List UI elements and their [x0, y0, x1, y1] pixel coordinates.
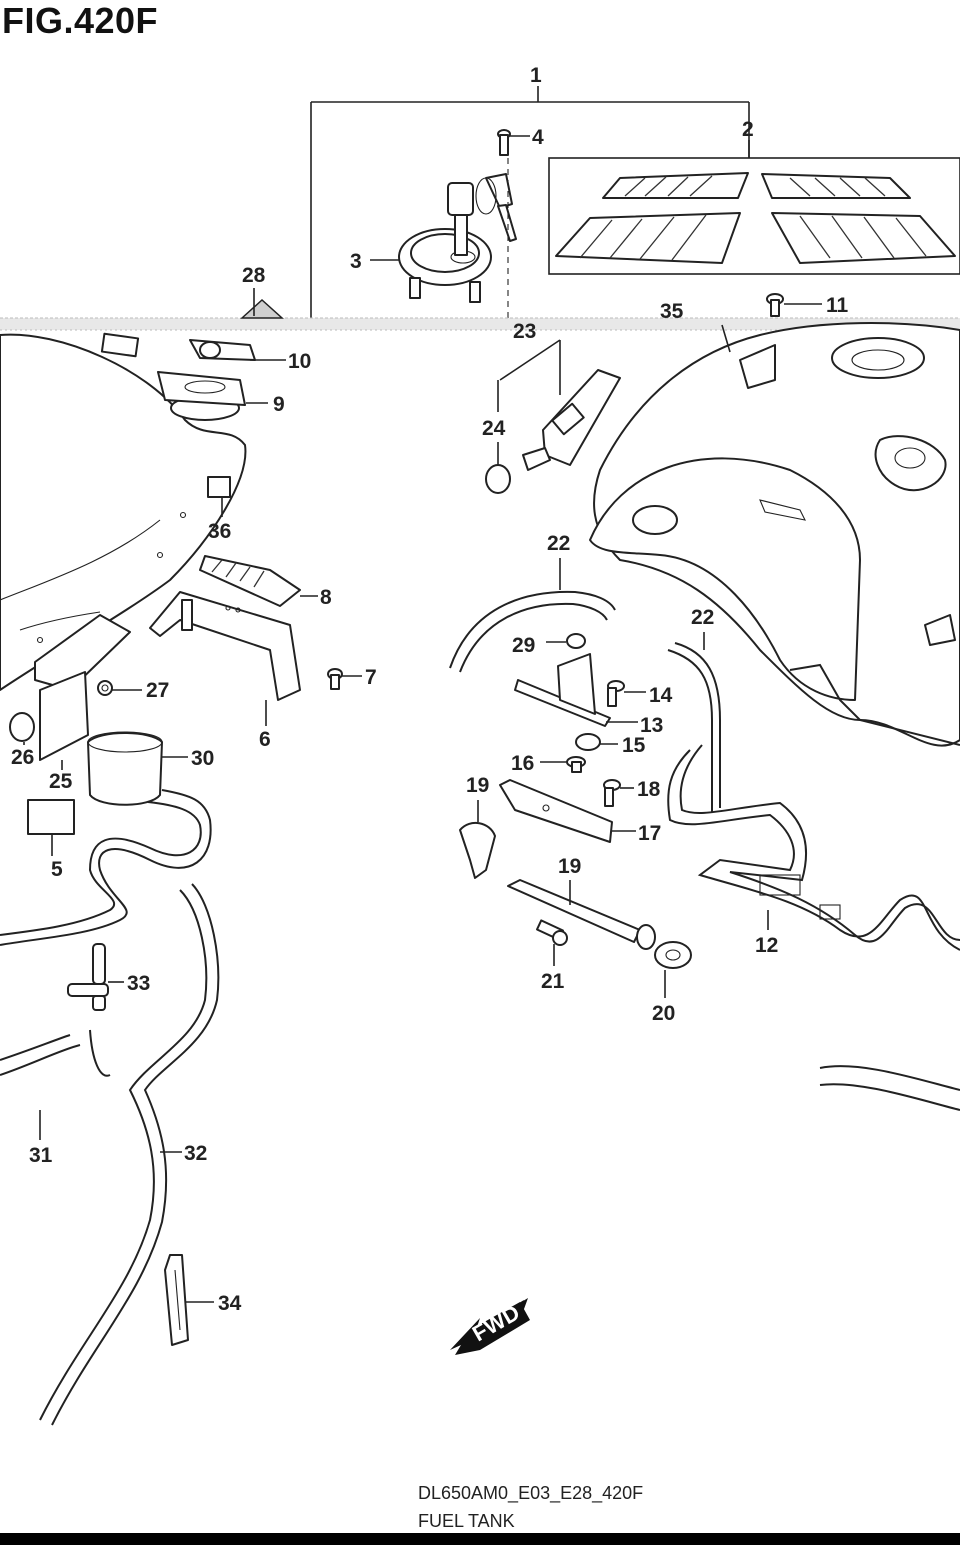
clip-part-19a: [459, 821, 496, 879]
callout-9: 9: [273, 393, 285, 416]
bolt-part-14: [607, 680, 625, 707]
rubber-strip-bottom-right: [819, 1065, 960, 1111]
callout-27: 27: [146, 679, 169, 702]
callout-16: 16: [511, 752, 534, 775]
callout-32: 32: [184, 1142, 207, 1165]
callout-25: 25: [49, 770, 73, 793]
callout-35: 35: [660, 300, 684, 323]
callout-20: 20: [652, 1002, 675, 1025]
callout-19-upper: 19: [466, 774, 489, 797]
callout-21: 21: [541, 970, 565, 993]
hose-part-32: [39, 883, 220, 1426]
callout-36: 36: [208, 520, 231, 543]
callout-11: 11: [826, 294, 849, 317]
callout-5: 5: [51, 858, 63, 881]
callout-34: 34: [218, 1292, 242, 1315]
t-joint-part-33: [67, 943, 109, 1011]
forward-direction-arrow: FWD: [450, 1298, 530, 1355]
callout-19-lower: 19: [558, 855, 581, 878]
callout-18: 18: [637, 778, 661, 801]
callout-17: 17: [638, 822, 661, 845]
screw-part-4: [497, 129, 511, 320]
hose-clamp-part-30: [87, 731, 163, 806]
cushion-part-10a: [100, 332, 140, 358]
bolt-part-27: [97, 680, 113, 696]
drain-hose-long: [0, 789, 212, 946]
clamp-part-34: [164, 1254, 189, 1346]
cushion-part-36: [207, 476, 231, 498]
figure-name: FUEL TANK: [418, 1511, 515, 1531]
callout-1: 1: [530, 64, 542, 87]
callout-15: 15: [622, 734, 646, 757]
callout-13: 13: [640, 714, 663, 737]
callout-31: 31: [29, 1144, 53, 1167]
callout-6: 6: [259, 728, 271, 751]
bolt-part-18: [603, 779, 621, 807]
callout-labels: 1 2 3 4 5 6 7 8 9 10 11 12 13 14 15 16 1…: [11, 64, 849, 1315]
callout-26: 26: [11, 746, 34, 769]
grommet-part-15: [575, 733, 601, 751]
callout-8: 8: [320, 586, 332, 609]
collar-part-16: [566, 756, 586, 773]
callout-29: 29: [512, 634, 535, 657]
callout-28: 28: [242, 264, 266, 287]
bracket-part-10: [189, 339, 256, 361]
bracket-part-23: [522, 369, 621, 471]
emblem-set-box: [548, 157, 960, 275]
seal-part-12: [667, 663, 960, 951]
cushion-part-28: [240, 298, 284, 319]
cushion-part-24: [485, 464, 511, 494]
mounting-plate-part-9: [157, 371, 246, 406]
bolt-part-11: [766, 293, 784, 317]
leader-lines: [23, 135, 822, 1303]
model-code: DL650AM0_E03_E28_420F: [418, 1483, 644, 1503]
callout-14: 14: [649, 684, 673, 707]
bolt-part-21: [536, 919, 568, 946]
clip-part-19b: [507, 879, 656, 950]
fuel-tank-right-half: [589, 322, 960, 747]
rubber-strip-part-22-right: [667, 642, 721, 812]
bolt-part-7: [327, 668, 343, 690]
callout-22-upper: 22: [547, 532, 570, 555]
tank-bracket-part-6: [149, 591, 301, 701]
cushion-part-26: [9, 712, 35, 742]
stay-part-13: [514, 653, 611, 727]
bracket-part-25: [34, 614, 131, 761]
callout-33: 33: [127, 972, 150, 995]
callout-24: 24: [482, 417, 506, 440]
callout-3: 3: [350, 250, 362, 273]
callout-12: 12: [755, 934, 778, 957]
bottom-bar: [0, 1533, 960, 1545]
assembly-bracket-1: [310, 86, 750, 320]
hose-part-31: [0, 1029, 111, 1077]
callout-30: 30: [191, 747, 214, 770]
grommet-part-29: [566, 633, 586, 649]
callout-22-right: 22: [691, 606, 714, 629]
fuel-tank-left-half: [0, 333, 247, 691]
rubber-strip-part-22-upper: [449, 590, 616, 673]
fuel-cap-assembly: [398, 173, 517, 303]
callout-23: 23: [513, 320, 536, 343]
callout-2: 2: [742, 118, 754, 141]
callout-7: 7: [365, 666, 377, 689]
figure-title: FIG.420F: [2, 0, 159, 41]
callout-10: 10: [288, 350, 311, 373]
cushion-part-8: [199, 555, 301, 607]
cushion-part-5: [27, 799, 75, 835]
plate-part-17: [499, 779, 613, 843]
callout-4: 4: [532, 126, 544, 149]
cushion-part-20: [654, 941, 692, 969]
